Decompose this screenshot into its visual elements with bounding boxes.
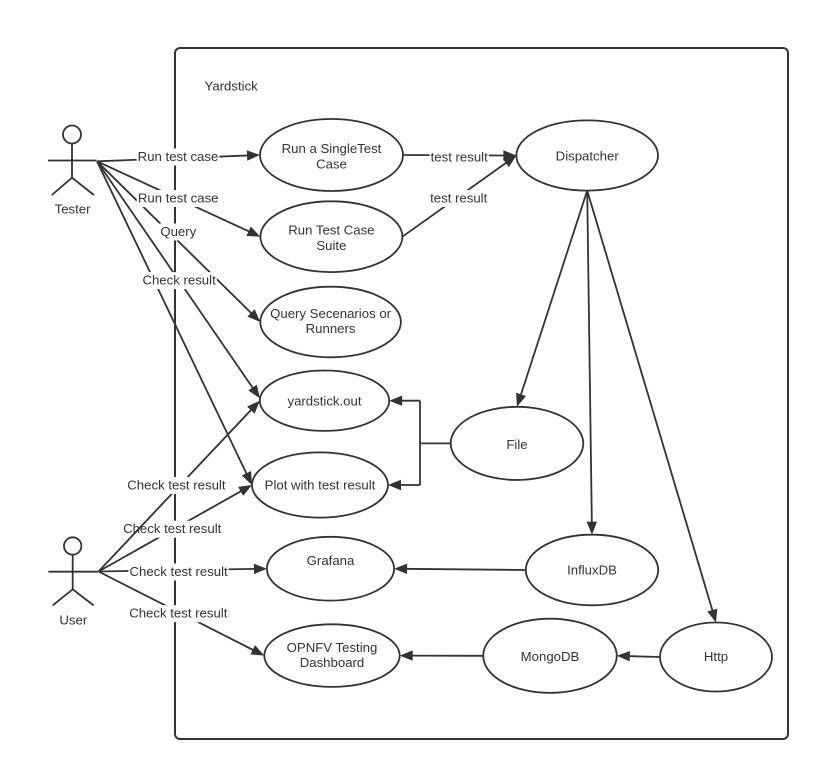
svg-text:InfluxDB: InfluxDB: [567, 562, 617, 577]
svg-text:test result: test result: [431, 150, 489, 165]
svg-text:Query Secenarios or: Query Secenarios or: [270, 306, 392, 321]
svg-text:Check test result: Check test result: [127, 478, 226, 493]
svg-text:Yardstick: Yardstick: [205, 79, 259, 94]
svg-text:Suite: Suite: [316, 238, 346, 253]
svg-text:Run Test Case: Run Test Case: [288, 223, 374, 238]
svg-text:Check result: Check result: [142, 273, 216, 288]
svg-text:Case: Case: [316, 156, 347, 171]
svg-text:Plot with test result: Plot with test result: [265, 478, 376, 493]
svg-text:File: File: [506, 437, 527, 452]
svg-text:Run test case: Run test case: [138, 191, 219, 206]
svg-text:Dashboard: Dashboard: [300, 655, 365, 670]
svg-text:Run test case: Run test case: [138, 149, 219, 164]
svg-text:Run a SingleTest: Run a SingleTest: [282, 141, 382, 156]
svg-text:OPNFV Testing: OPNFV Testing: [287, 640, 378, 655]
svg-text:Check test result: Check test result: [129, 606, 228, 621]
svg-text:Check test result: Check test result: [129, 564, 228, 579]
svg-text:Query: Query: [160, 224, 196, 239]
svg-text:MongoDB: MongoDB: [521, 649, 580, 664]
svg-text:test result: test result: [430, 191, 488, 206]
svg-text:User: User: [59, 613, 87, 628]
svg-text:yardstick.out: yardstick.out: [287, 393, 361, 408]
svg-text:Runners: Runners: [306, 321, 356, 336]
svg-text:Tester: Tester: [55, 202, 92, 217]
svg-text:Grafana: Grafana: [307, 553, 355, 568]
svg-text:Dispatcher: Dispatcher: [556, 148, 620, 163]
svg-text:Http: Http: [704, 649, 728, 664]
